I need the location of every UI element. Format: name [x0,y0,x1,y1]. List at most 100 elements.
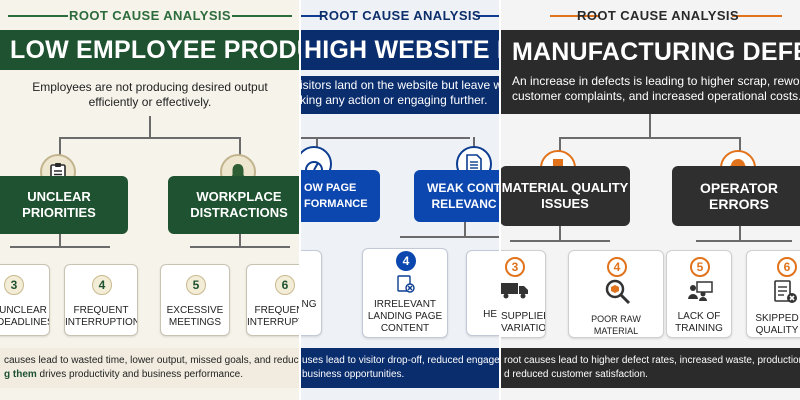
cause-box-unclear-priorities: UNCLEAR PRIORITIES [0,176,128,234]
footer-line-2-rest: drives productivity and business perform… [36,369,243,380]
card-label: IRRELEVANT LANDING PAGE CONTENT [367,299,443,334]
card-unclear-deadlines: 3 UNCLEAR DEADLINES [0,264,50,336]
page-title: MANUFACTURING DEFECT INC [512,37,800,66]
card-frequent-interruptions: 4 FREQUENT INTERRUPTIONS [64,264,138,336]
card-supplier-variation: 3 SUPPLIER VARIATION [500,250,546,338]
cause-box-low-page-performance: OW PAGE FORMANCE [300,170,380,222]
magnifier-box-icon [605,279,631,310]
card-label: HE [483,309,497,320]
card-frequent-interruptions-2: 6 FREQUENT INTERRUPTIONS [246,264,300,336]
card-label: NG [301,299,317,310]
header-rule-right [232,15,292,17]
number-badge: 5 [690,257,710,277]
number-badge: 4 [396,251,416,271]
connector-trunk [149,116,151,138]
footer-line-1: causes lead to wasted time, lower output… [4,355,300,366]
subtitle-line-1: An increase in defects is leading to hig… [512,74,800,88]
subtitle: isitors land on the website but leave wi… [300,76,500,114]
sub-bar-left [10,246,110,248]
sub-connector-left [559,226,561,240]
number-badge: 3 [505,257,525,277]
cause-box-weak-content-relevance: WEAK CONT RELEVANC [414,170,500,222]
page-error-icon [397,275,415,298]
cause-box-operator-errors: OPERATOR ERRORS [672,166,800,226]
card-label: SKIPPED QUALITY CHE [755,313,799,336]
card-excessive-meetings: 5 EXCESSIVE MEETINGS [160,264,230,336]
panel-header: ROOT CAUSE ANALYSIS [300,0,500,30]
connector-drop-left [559,137,561,155]
connector-bar [60,137,240,139]
footer-line-2: g them drives productivity and business … [4,368,300,382]
connector-drop-left [59,137,61,157]
sub-connector-left [59,234,61,246]
header-rule-right [732,15,782,17]
sub-bar [400,236,500,238]
sub-bar-right [190,246,290,248]
header-rule-left [300,15,324,17]
card-label: POOR RAW MATERIAL INSPECTION [591,314,641,336]
summary-footer: root causes lead to higher defect rates,… [500,348,800,388]
title-band: LOW EMPLOYEE PRODUCTIVITY [0,30,300,70]
connector-trunk [649,114,651,138]
card-label: EXCESSIVE MEETINGS [166,305,224,328]
footer-line-2: d reduced customer satisfaction. [504,369,648,380]
card-label: FREQUENT INTERRUPTIONS [65,305,137,328]
connector-drop-right [239,137,241,157]
cause-box-material-quality-issues: MATERIAL QUALITY ISSUES [500,166,630,226]
card-partial-right: HE [466,250,500,336]
page-title: LOW EMPLOYEE PRODUCTIVITY [10,35,300,64]
truck-icon [501,281,529,304]
subtitle-line-2: king any action or engaging further. [300,93,488,107]
card-label: LACK OF TRAINING [675,311,723,334]
summary-footer: causes lead to wasted time, lower output… [0,348,300,388]
header-text: ROOT CAUSE ANALYSIS [69,7,231,23]
header-rule-left [550,15,600,17]
summary-footer: uses lead to visitor drop-off, reduced e… [300,348,500,388]
panel-low-employee-productivity: ROOT CAUSE ANALYSIS LOW EMPLOYEE PRODUCT… [0,0,300,400]
sub-bar-left [510,240,610,242]
number-badge: 6 [777,257,797,277]
sub-connector-right [739,226,741,240]
card-poor-raw-material-inspection: 4 POOR RAW MATERIAL INSPECTION [568,250,664,338]
number-badge: 4 [92,275,112,295]
number-badge: 6 [275,275,295,295]
title-band: HIGH WEBSITE BOUN [300,30,500,70]
header-text: ROOT CAUSE ANALYSIS [319,7,481,23]
panel-header: ROOT CAUSE ANALYSIS [0,0,300,30]
footer-line-1: root causes lead to higher defect rates,… [504,355,800,366]
footer-line-1: uses lead to visitor drop-off, reduced e… [302,355,500,366]
number-badge: 3 [4,275,24,295]
card-lack-of-training: 5 LACK OF TRAINING [666,250,732,338]
cause-box-workplace-distractions: WORKPLACE DISTRACTIONS [168,176,300,234]
connector-bar [560,137,740,139]
page-title: HIGH WEBSITE BOUN [304,35,500,64]
sub-connector [464,222,466,236]
number-badge: 4 [607,257,627,277]
footer-emphasis: g them [4,369,37,380]
title-band: MANUFACTURING DEFECT INC [500,30,800,74]
subtitle: An increase in defects is leading to hig… [500,74,800,114]
sub-bar-right [696,240,792,242]
panel-divider [499,0,501,400]
connector-drop-right [473,137,475,151]
sub-connector-right [239,234,241,246]
subtitle: Employees are not producing desired outp… [0,80,300,110]
card-partial-left: NG [300,250,322,336]
panel-manufacturing-defect-increase: ROOT CAUSE ANALYSIS MANUFACTURING DEFECT… [500,0,800,400]
card-irrelevant-landing-page-content: 4 IRRELEVANT LANDING PAGE CONTENT [362,248,448,338]
card-label: SUPPLIER VARIATION [501,311,546,334]
header-text: ROOT CAUSE ANALYSIS [577,7,739,23]
card-label: FREQUENT INTERRUPTIONS [247,305,300,328]
connector-drop-left [316,137,318,151]
connector-drop-right [739,137,741,155]
subtitle-line-1: Employees are not producing desired outp… [32,80,268,94]
subtitle-line-2: customer complaints, and increased opera… [512,89,800,103]
header-rule-left [8,15,68,17]
connector-bar [300,137,470,139]
training-board-icon [687,281,713,306]
panel-divider [299,0,301,400]
panel-header: ROOT CAUSE ANALYSIS [500,0,800,30]
subtitle-line-2: efficiently or effectively. [88,95,212,109]
card-label: UNCLEAR DEADLINES [0,305,49,328]
